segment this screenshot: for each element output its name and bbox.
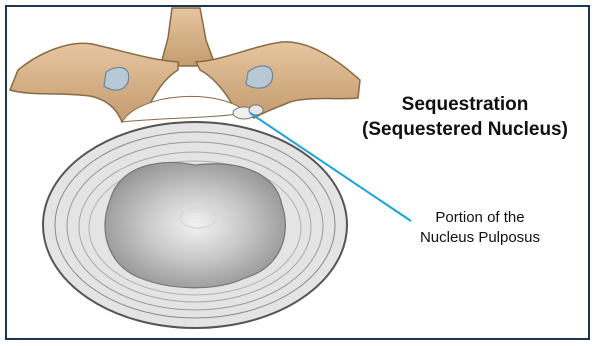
vertebral-arch bbox=[10, 8, 360, 122]
spinous-process bbox=[162, 8, 214, 66]
title-line-1: Sequestration bbox=[340, 92, 590, 117]
nucleus-pulposus bbox=[105, 163, 285, 288]
title-line-2: (Sequestered Nucleus) bbox=[340, 117, 590, 142]
callout-label: Portion of the Nucleus Pulposus bbox=[395, 208, 565, 248]
callout-line-2: Nucleus Pulposus bbox=[395, 228, 565, 248]
intervertebral-disc bbox=[43, 122, 347, 328]
callout-line-1: Portion of the bbox=[395, 208, 565, 228]
left-facet bbox=[104, 67, 129, 90]
diagram-title: Sequestration (Sequestered Nucleus) bbox=[340, 92, 590, 142]
